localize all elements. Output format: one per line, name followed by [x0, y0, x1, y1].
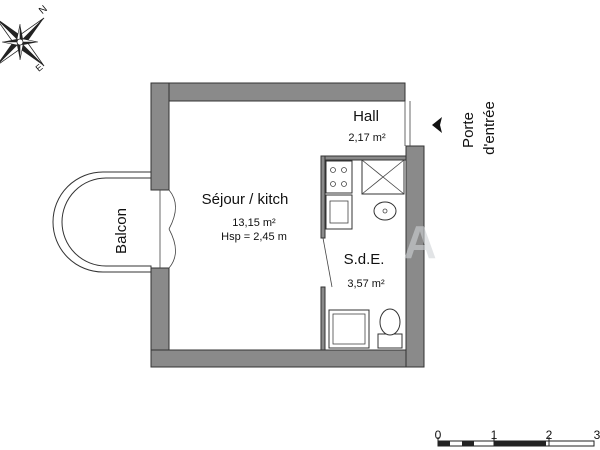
hall-area: 2,17 m² — [348, 132, 386, 144]
sde-name: S.d.E. — [344, 251, 385, 268]
entrance-label-line2: d'entrée — [481, 101, 498, 155]
toilet — [377, 308, 403, 349]
entrance-door — [404, 101, 411, 146]
shower — [328, 309, 370, 349]
washbasin — [373, 201, 397, 221]
entrance-label-line1: Porte — [460, 112, 477, 148]
sejour-name: Séjour / kitch — [202, 191, 289, 208]
kitchen-sink — [325, 194, 353, 230]
hall-name: Hall — [353, 108, 379, 125]
stove — [325, 160, 353, 194]
scale-label-0: 0 — [435, 428, 442, 442]
walls — [150, 82, 425, 368]
compass-rose — [0, 17, 45, 67]
scale-label-2: 2 — [546, 428, 553, 442]
compass-north-label: N — [37, 4, 50, 17]
bathroom-door — [322, 237, 333, 288]
balcony — [52, 171, 176, 273]
entrance-arrow-icon — [432, 117, 442, 133]
compass-east-label: E — [34, 62, 45, 74]
scale-label-1: 1 — [491, 428, 498, 442]
watermark: A — [403, 216, 436, 268]
scale-label-3: 3 — [594, 428, 600, 442]
sejour-height: Hsp = 2,45 m — [221, 231, 287, 243]
sejour-area: 13,15 m² — [232, 217, 276, 229]
scale-bar — [437, 437, 595, 447]
balcon-label: Balcon — [113, 208, 130, 254]
hall-closet — [361, 159, 405, 195]
sde-area: 3,57 m² — [347, 278, 385, 290]
